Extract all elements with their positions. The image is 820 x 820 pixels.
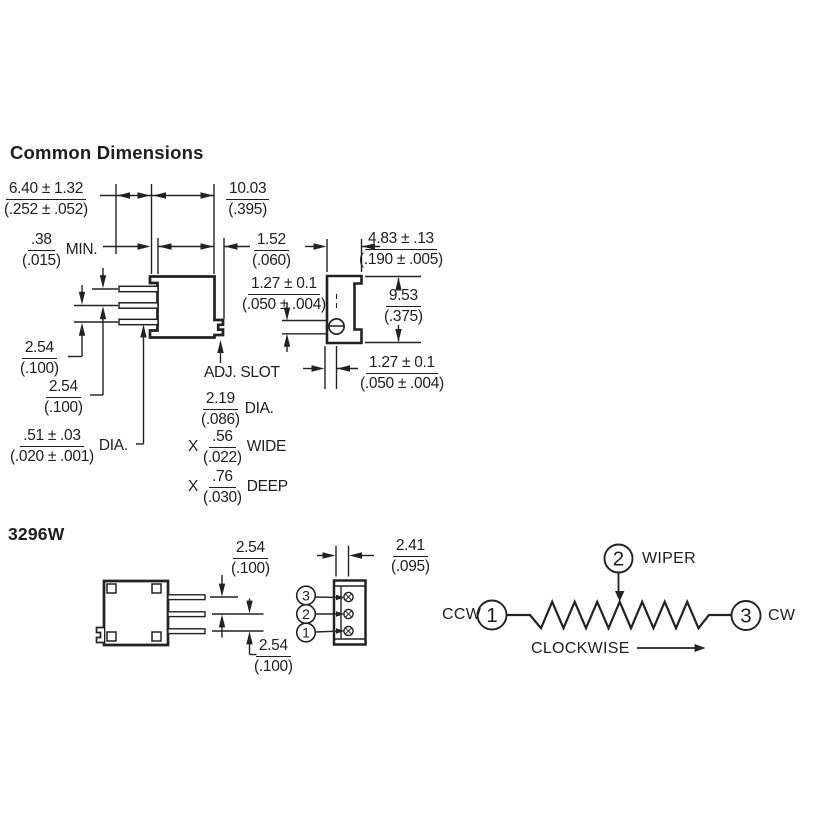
section-title-3296w: 3296W — [8, 524, 65, 544]
dimension-arrowheads-bottom — [218, 552, 362, 645]
schematic-terminal-1: 1 — [486, 604, 497, 627]
side-view-drawing — [325, 274, 363, 345]
dim-w-pitch-top: 2.54(.100) — [231, 539, 270, 577]
balloon-2: 2 — [302, 606, 310, 622]
resistor-element — [506, 598, 732, 632]
dim-adj-slot-deep: X .76(.030) DEEP — [188, 468, 288, 506]
dim-body-width: 10.03(.395) — [226, 181, 270, 217]
schematic-ccw-label: CCW — [442, 606, 482, 623]
schematic-terminal-3: 3 — [740, 604, 751, 627]
dimension-arrowheads-top — [78, 192, 402, 372]
balloon-1: 1 — [302, 624, 310, 640]
w-style-top-view — [95, 579, 206, 647]
w-screw-boss — [95, 626, 104, 644]
dim-w-pin-offset: 2.41(.095) — [391, 537, 430, 575]
dim-pin-pitch-b: 2.54(.100) — [44, 378, 83, 416]
schematic-terminal-2: 2 — [613, 547, 624, 570]
dimension-lines-bottom — [210, 545, 374, 656]
dim-adj-slot-dia: 2.19(.086) DIA. — [201, 390, 274, 428]
dim-pin-diameter: .51 ± .03(.020 ± .001) DIA. — [10, 427, 128, 465]
dim-adj-slot-wide: X .56(.022) WIDE — [188, 428, 287, 466]
adj-slot-label: ADJ. SLOT — [204, 364, 280, 381]
dim-pin-pitch-a: 2.54(.100) — [20, 339, 59, 377]
dim-boss-width: 1.52(.060) — [252, 231, 291, 269]
dim-body-height: 9.53(.375) — [384, 287, 423, 325]
schematic-cw-label: CW — [768, 607, 796, 624]
front-view-drawing — [118, 275, 225, 339]
schematic: 1 2 3 — [476, 543, 762, 652]
w-body — [102, 579, 170, 647]
dim-pin-length: 6.40 ± 1.32(.252 ± .052) — [4, 180, 88, 218]
w-corner-pads — [106, 583, 162, 642]
dim-standoff-min: .38(.015) MIN. — [22, 231, 98, 269]
section-title-common-dimensions: Common Dimensions — [10, 142, 204, 163]
dim-slot-offset: 1.27 ± 0.1(.050 ± .004) — [242, 275, 326, 313]
dim-body-depth: 4.83 ± .13(.190 ± .005) — [359, 230, 443, 268]
dim-slot-width: 1.27 ± 0.1(.050 ± .004) — [360, 354, 444, 392]
terminal-balloons: 3 2 1 — [295, 585, 317, 643]
w-pins — [167, 594, 206, 635]
schematic-clockwise-label: CLOCKWISE — [531, 640, 630, 657]
schematic-wiper-label: WIPER — [642, 550, 696, 567]
front-view-pins — [118, 285, 159, 326]
dim-w-pitch-bottom: 2.54(.100) — [254, 637, 293, 675]
front-view-body — [148, 275, 225, 339]
balloon-3: 3 — [302, 587, 310, 603]
